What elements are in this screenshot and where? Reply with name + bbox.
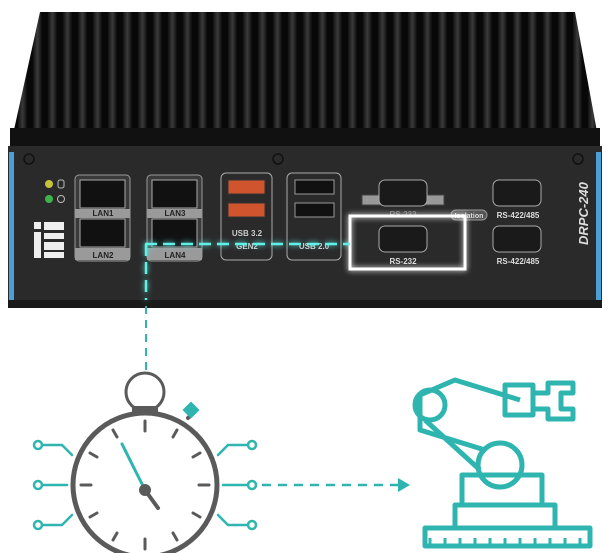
- lan1-port[interactable]: [79, 179, 126, 209]
- lan4-port[interactable]: [151, 218, 198, 248]
- lan3-label: LAN3: [165, 209, 186, 218]
- usb32-gen-label: GEN2: [236, 242, 258, 251]
- rs232-bottom-label: RS-232: [389, 257, 417, 266]
- right-side-strip: [596, 152, 601, 300]
- power-icon: [57, 195, 65, 203]
- rs422-top-label: RS-422/485: [497, 211, 540, 220]
- usb20-port[interactable]: [294, 179, 335, 195]
- com-ports: [361, 179, 542, 253]
- lan1-label: LAN1: [93, 209, 114, 218]
- rs422-top-port[interactable]: [492, 179, 542, 207]
- usb20-block: USB 2.0: [286, 172, 342, 261]
- lan2-label: LAN2: [93, 251, 114, 260]
- usb20-port[interactable]: [294, 202, 335, 218]
- screw-icon: [272, 153, 284, 165]
- lan3-port[interactable]: [151, 179, 198, 209]
- robot-arm-icon: [412, 377, 593, 549]
- heatsink: [10, 12, 600, 148]
- rs232-top-port[interactable]: [378, 179, 428, 207]
- iei-logo: [34, 222, 64, 258]
- hdd-icon: [57, 179, 65, 189]
- usb20-label: USB 2.0: [299, 242, 330, 251]
- rs422-bottom-label: RS-422/485: [497, 257, 540, 266]
- lan4-label: LAN4: [165, 251, 186, 260]
- screw-icon: [23, 153, 35, 165]
- power-led-icon: [45, 195, 53, 203]
- rs232-bottom-port[interactable]: [378, 225, 428, 253]
- hdd-led-icon: [45, 180, 53, 188]
- lan2-port[interactable]: [79, 218, 126, 248]
- usb32-block: USB 3.2 GEN2: [220, 172, 273, 261]
- usb32-label: USB 3.2: [232, 229, 263, 238]
- rs232-highlight: [144, 214, 467, 300]
- lan-block-1-2: LAN1 LAN2: [74, 174, 131, 262]
- model-label: DRPC-240: [576, 181, 591, 245]
- isolation-label: Isolation: [455, 213, 484, 220]
- usb32-port[interactable]: [227, 179, 266, 195]
- left-side-strip: [9, 152, 14, 300]
- screw-icon: [572, 153, 584, 165]
- arrow-head-icon: [398, 478, 410, 492]
- usb32-port[interactable]: [227, 202, 266, 218]
- stopwatch-icon: [32, 371, 258, 553]
- rs422-bottom-port[interactable]: [492, 225, 542, 253]
- lan-block-3-4: LAN3 LAN4: [146, 174, 203, 262]
